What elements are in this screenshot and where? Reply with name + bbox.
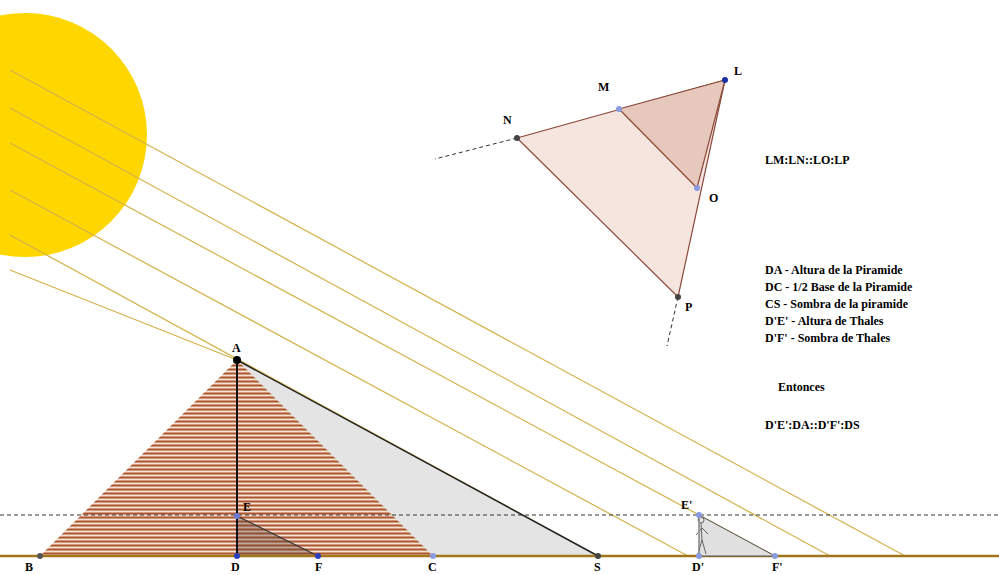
statement-text: LM:LN::LO:LP: [765, 153, 850, 167]
point-label: M: [598, 80, 609, 94]
legend-text: CS - Sombra de la piramide: [765, 297, 908, 311]
point-label: P: [685, 300, 692, 314]
large-triangle: [517, 80, 725, 297]
point-label: F': [772, 560, 783, 574]
sun-rays: [10, 70, 905, 556]
points: [514, 77, 728, 300]
height-guide: [0, 515, 999, 516]
legend-text: D'F' - Sombra de Thales: [765, 331, 890, 345]
legend-text: DA - Altura de la Piramide: [765, 263, 903, 277]
point-label: L: [734, 64, 742, 78]
point-label: A: [232, 341, 241, 355]
extension-line: [667, 297, 678, 346]
legend-text: D'E' - Altura de Thales: [765, 314, 883, 328]
point-label: C: [428, 560, 437, 574]
thales-shadow: [699, 515, 775, 556]
point-label: E: [243, 500, 251, 514]
legend-text: DC - 1/2 Base de la Piramide: [765, 280, 912, 294]
small-triangle: [619, 80, 725, 188]
point-label: D: [231, 560, 240, 574]
small-triangle: [237, 516, 318, 556]
sun: [0, 13, 147, 257]
point-label: O: [709, 191, 718, 205]
extension-line: [435, 138, 517, 159]
ef-line: [237, 516, 318, 556]
point-label: B: [25, 560, 33, 574]
equation-text: D'E':DA::D'F':DS: [765, 418, 860, 432]
note-text: Entonces: [778, 380, 825, 394]
point-label: E': [681, 498, 692, 512]
point-label: D': [692, 560, 704, 574]
pyramid: [40, 360, 433, 556]
point-label: N: [503, 113, 512, 127]
points: [37, 356, 778, 559]
point-label: S: [594, 560, 601, 574]
pyramid-height: [236, 360, 238, 556]
thales-figure: [696, 517, 708, 554]
ground-line: [0, 555, 999, 558]
thales-height: [698, 515, 700, 556]
point-label: F: [315, 560, 322, 574]
